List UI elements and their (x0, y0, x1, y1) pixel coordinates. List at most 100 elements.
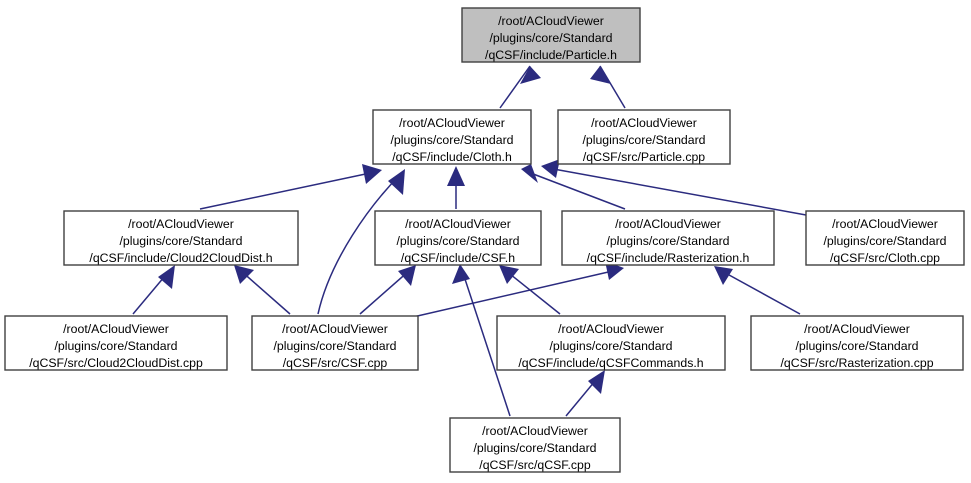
node-cloth_cpp[interactable]: /root/ACloudViewer/plugins/core/Standard… (805, 210, 965, 266)
edge-line (527, 171, 626, 210)
edge-qcsfcommands_h-to-csf_h (499, 265, 561, 315)
edge-qcsf_cpp-to-csf_h (452, 264, 511, 417)
node-qcsf_cpp[interactable]: /root/ACloudViewer/plugins/core/Standard… (449, 417, 621, 473)
node-label-line: /plugins/core/Standard (396, 234, 519, 248)
node-label-line: /root/ACloudViewer (282, 322, 388, 336)
edge-cloud2clouddist_cpp-to-cloud2clouddist_h (132, 265, 175, 315)
edge-line (399, 269, 618, 321)
edge-cloud2clouddist_h-to-cloth_h (199, 164, 382, 210)
edge-csf_cpp-to-cloud2clouddist_h (234, 265, 291, 315)
edge-line (359, 269, 411, 315)
node-particle_cpp[interactable]: /root/ACloudViewer/plugins/core/Standard… (557, 109, 731, 165)
node-label-line: /root/ACloudViewer (804, 322, 910, 336)
edge-rasterization_h-to-cloth_h (521, 164, 626, 210)
node-box[interactable] (561, 210, 775, 266)
edge-particle_cpp-to-particle_h (590, 65, 626, 109)
node-label-line: /qCSF/include/CSF.h (401, 251, 515, 265)
arrowhead-icon (605, 261, 624, 280)
arrowhead-icon (388, 169, 405, 195)
node-label-line: /qCSF/include/Particle.h (485, 48, 617, 62)
arrowhead-icon (452, 264, 470, 284)
edge-rasterization_cpp-to-rasterization_h (714, 266, 801, 315)
edge-csf_cpp-to-rasterization_h (399, 261, 624, 321)
node-cloud2clouddist_h[interactable]: /root/ACloudViewer/plugins/core/Standard… (63, 210, 299, 266)
edge-line (317, 174, 401, 315)
arrowhead-icon (590, 66, 611, 84)
node-particle_h[interactable]: /root/ACloudViewer/plugins/core/Standard… (461, 7, 641, 63)
node-box[interactable] (372, 109, 532, 165)
node-box[interactable] (63, 210, 299, 266)
edge-cloth_cpp-to-cloth_h (541, 159, 807, 216)
node-label-line: /plugins/core/Standard (54, 339, 177, 353)
node-label-line: /qCSF/src/Rasterization.cpp (780, 356, 933, 370)
node-label-line: /root/ACloudViewer (128, 217, 234, 231)
node-label-line: /qCSF/include/qCSFCommands.h (518, 356, 703, 370)
node-label-line: /plugins/core/Standard (473, 441, 596, 455)
node-box[interactable] (4, 315, 228, 371)
node-label-line: /root/ACloudViewer (482, 424, 588, 438)
edge-line (547, 167, 807, 216)
arrowhead-icon (541, 159, 560, 178)
node-box[interactable] (805, 210, 965, 266)
arrowhead-icon (234, 265, 254, 284)
node-label-line: /plugins/core/Standard (823, 234, 946, 248)
node-label-line: /plugins/core/Standard (795, 339, 918, 353)
node-label-line: /plugins/core/Standard (582, 133, 705, 147)
node-box[interactable] (557, 109, 731, 165)
node-box[interactable] (449, 417, 621, 473)
node-label-line: /root/ACloudViewer (558, 322, 664, 336)
arrowhead-icon (398, 265, 416, 286)
edge-csf_h-to-cloth_h (447, 166, 465, 209)
node-label-line: /qCSF/src/Particle.cpp (583, 150, 705, 164)
node-box[interactable] (251, 315, 419, 371)
node-label-line: /root/ACloudViewer (615, 217, 721, 231)
edge-line (499, 65, 531, 109)
arrowhead-icon (520, 66, 541, 84)
node-cloud2clouddist_cpp[interactable]: /root/ACloudViewer/plugins/core/Standard… (4, 315, 228, 371)
node-label-line: /qCSF/src/Cloud2CloudDist.cpp (29, 356, 203, 370)
node-rasterization_h[interactable]: /root/ACloudViewer/plugins/core/Standard… (561, 210, 775, 266)
edge-qcsf_cpp-to-qcsfcommands_h (565, 370, 605, 417)
node-label-line: /plugins/core/Standard (390, 133, 513, 147)
edge-csf_cpp-to-csf_h (359, 265, 416, 315)
node-box[interactable] (496, 315, 726, 371)
node-box[interactable] (374, 210, 542, 266)
node-csf_h[interactable]: /root/ACloudViewer/plugins/core/Standard… (374, 210, 542, 266)
edge-line (719, 269, 801, 315)
node-label-line: /qCSF/src/Cloth.cpp (830, 251, 940, 265)
node-label-line: /root/ACloudViewer (399, 116, 505, 130)
arrowhead-icon (362, 164, 382, 184)
node-rasterization_cpp[interactable]: /root/ACloudViewer/plugins/core/Standard… (750, 315, 964, 371)
edge-cloth_h-to-particle_h (499, 65, 541, 109)
edge-csf_cpp-to-cloth_h (317, 169, 405, 315)
node-label-line: /root/ACloudViewer (832, 217, 938, 231)
node-box[interactable] (750, 315, 964, 371)
node-label-line: /root/ACloudViewer (63, 322, 169, 336)
edges-layer (132, 65, 807, 417)
nodes-layer: /root/ACloudViewer/plugins/core/Standard… (4, 7, 965, 473)
node-label-line: /qCSF/include/Rasterization.h (587, 251, 750, 265)
arrowhead-icon (158, 265, 175, 289)
node-label-line: /root/ACloudViewer (405, 217, 511, 231)
edge-line (504, 269, 561, 315)
edge-line (239, 269, 291, 315)
node-label-line: /root/ACloudViewer (591, 116, 697, 130)
edge-line (199, 171, 376, 210)
arrowhead-icon (588, 370, 605, 394)
arrowhead-icon (447, 166, 465, 186)
node-box[interactable] (461, 7, 641, 63)
node-label-line: /qCSF/include/Cloth.h (392, 150, 512, 164)
node-label-line: /plugins/core/Standard (273, 339, 396, 353)
node-label-line: /qCSF/src/qCSF.cpp (479, 458, 591, 472)
node-label-line: /plugins/core/Standard (606, 234, 729, 248)
node-label-line: /qCSF/src/CSF.cpp (283, 356, 388, 370)
node-csf_cpp[interactable]: /root/ACloudViewer/plugins/core/Standard… (251, 315, 419, 371)
arrowhead-icon (521, 164, 538, 183)
node-cloth_h[interactable]: /root/ACloudViewer/plugins/core/Standard… (372, 109, 532, 165)
arrowhead-icon (499, 265, 519, 284)
node-label-line: /plugins/core/Standard (549, 339, 672, 353)
edge-line (461, 269, 511, 417)
node-qcsfcommands_h[interactable]: /root/ACloudViewer/plugins/core/Standard… (496, 315, 726, 371)
